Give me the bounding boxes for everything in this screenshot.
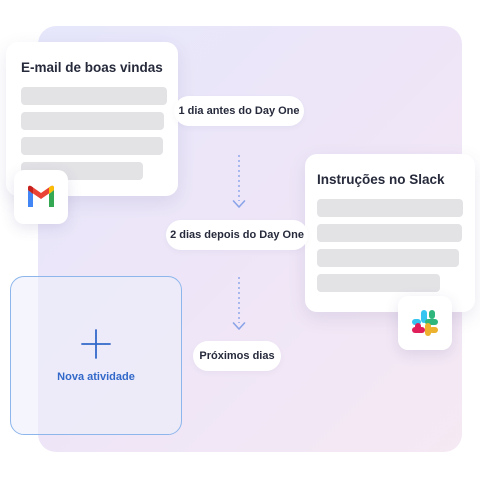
placeholder-bar (317, 199, 463, 217)
slack-card-title: Instruções no Slack (317, 172, 445, 187)
email-card-title: E-mail de boas vindas (21, 60, 163, 75)
timeline-connector (232, 277, 246, 333)
gmail-icon (14, 170, 68, 224)
slack-activity-card[interactable]: Instruções no Slack (305, 154, 475, 312)
placeholder-bar (21, 87, 167, 105)
placeholder-bar (317, 249, 459, 267)
new-activity-button[interactable]: Nova atividade (10, 276, 182, 435)
placeholder-bar (317, 224, 462, 242)
timeline-step-1: 1 dia antes do Day One (174, 96, 304, 126)
placeholder-bar (317, 274, 440, 292)
new-activity-label: Nova atividade (57, 371, 135, 383)
timeline-connector (232, 155, 246, 211)
timeline-step-2: 2 dias depois do Day One (166, 220, 308, 250)
timeline-step-3: Próximos dias (193, 341, 281, 371)
plus-icon (81, 329, 111, 359)
placeholder-bar (21, 137, 163, 155)
slack-icon (398, 296, 452, 350)
placeholder-bar (21, 112, 164, 130)
